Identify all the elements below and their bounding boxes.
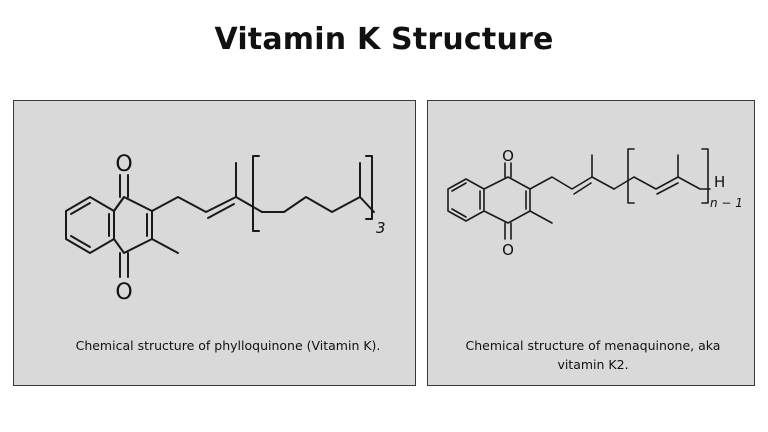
repeat-unit-chain <box>613 176 711 190</box>
side-chain-double-bond <box>573 182 592 195</box>
hydrogen-label: H <box>714 173 725 191</box>
oxygen-label: O <box>115 280 132 305</box>
page-title: Vitamin K Structure <box>214 22 554 57</box>
methyl-bond <box>151 238 179 254</box>
left-bracket <box>252 155 260 232</box>
benzene-double-bond <box>451 182 467 192</box>
menaquinone-structure: O O H n − 1 <box>447 147 743 259</box>
side-chain-double-bond <box>207 203 235 219</box>
side-chain <box>529 176 593 190</box>
phylloquinone-caption: Chemical structure of phylloquinone (Vit… <box>75 338 381 353</box>
side-chain-bond <box>591 176 615 190</box>
repeat-unit-chain <box>261 196 375 213</box>
benzene-double-bond <box>451 208 467 218</box>
repeat-subscript: 3 <box>376 219 386 237</box>
repeat-subscript: n − 1 <box>710 196 743 210</box>
quinone-ring <box>483 176 531 224</box>
methyl-bond <box>529 210 553 224</box>
menaquinone-panel: O O H n − 1 Chemical structure of menaqu… <box>427 100 755 386</box>
left-bracket <box>627 148 635 204</box>
side-chain-bond <box>235 196 263 213</box>
oxygen-label: O <box>502 147 514 165</box>
quinone-ring-bond <box>113 196 125 212</box>
repeat-unit-double-bond <box>656 182 679 195</box>
benzene-ring <box>65 196 115 254</box>
oxygen-label: O <box>502 241 514 259</box>
oxygen-label: O <box>115 152 132 177</box>
benzene-double-bond <box>70 202 91 215</box>
right-bracket <box>701 148 709 204</box>
right-bracket <box>365 155 373 220</box>
benzene-ring <box>447 178 485 222</box>
menaquinone-caption: Chemical structure of menaquinone, aka v… <box>465 338 721 372</box>
phylloquinone-panel: O O 3 Chemical structure of phylloquinon… <box>13 100 416 386</box>
side-chain <box>151 196 237 213</box>
phylloquinone-structure: O O 3 <box>65 152 386 305</box>
benzene-double-bond <box>70 235 91 248</box>
